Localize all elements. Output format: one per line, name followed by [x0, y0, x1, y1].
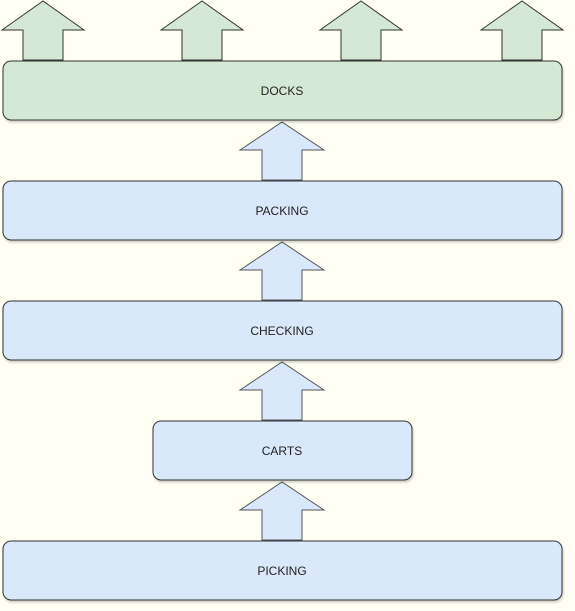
- stage-carts-box: [152, 420, 413, 481]
- outbound-arrow-1: [0, 0, 86, 61]
- stage-docks-box: [2, 60, 563, 121]
- stage-packing: PACKING: [2, 180, 563, 241]
- stage-checking-box: [2, 300, 563, 361]
- stage-packing-label: PACKING: [255, 204, 308, 218]
- flow-arrows: [238, 121, 326, 541]
- stage-docks-label: DOCKS: [261, 84, 304, 98]
- outbound-arrows: [0, 0, 565, 61]
- stage-checking: CHECKING: [2, 300, 563, 361]
- flow-arrow-checking-to-packing: [238, 241, 326, 301]
- stage-docks: DOCKS: [2, 60, 563, 121]
- stage-picking: PICKING: [2, 540, 563, 601]
- outbound-arrow-2: [159, 0, 245, 61]
- stage-carts: CARTS: [152, 420, 413, 481]
- stage-picking-label: PICKING: [257, 564, 306, 578]
- stage-picking-box: [2, 540, 563, 601]
- flow-arrow-picking-to-carts: [238, 481, 326, 541]
- stage-checking-label: CHECKING: [250, 324, 313, 338]
- stage-packing-box: [2, 180, 563, 241]
- flow-arrow-packing-to-docks: [238, 121, 326, 181]
- stage-carts-label: CARTS: [262, 444, 302, 458]
- outbound-arrow-4: [479, 0, 565, 61]
- outbound-arrow-3: [318, 0, 404, 61]
- flow-arrow-carts-to-checking: [238, 361, 326, 421]
